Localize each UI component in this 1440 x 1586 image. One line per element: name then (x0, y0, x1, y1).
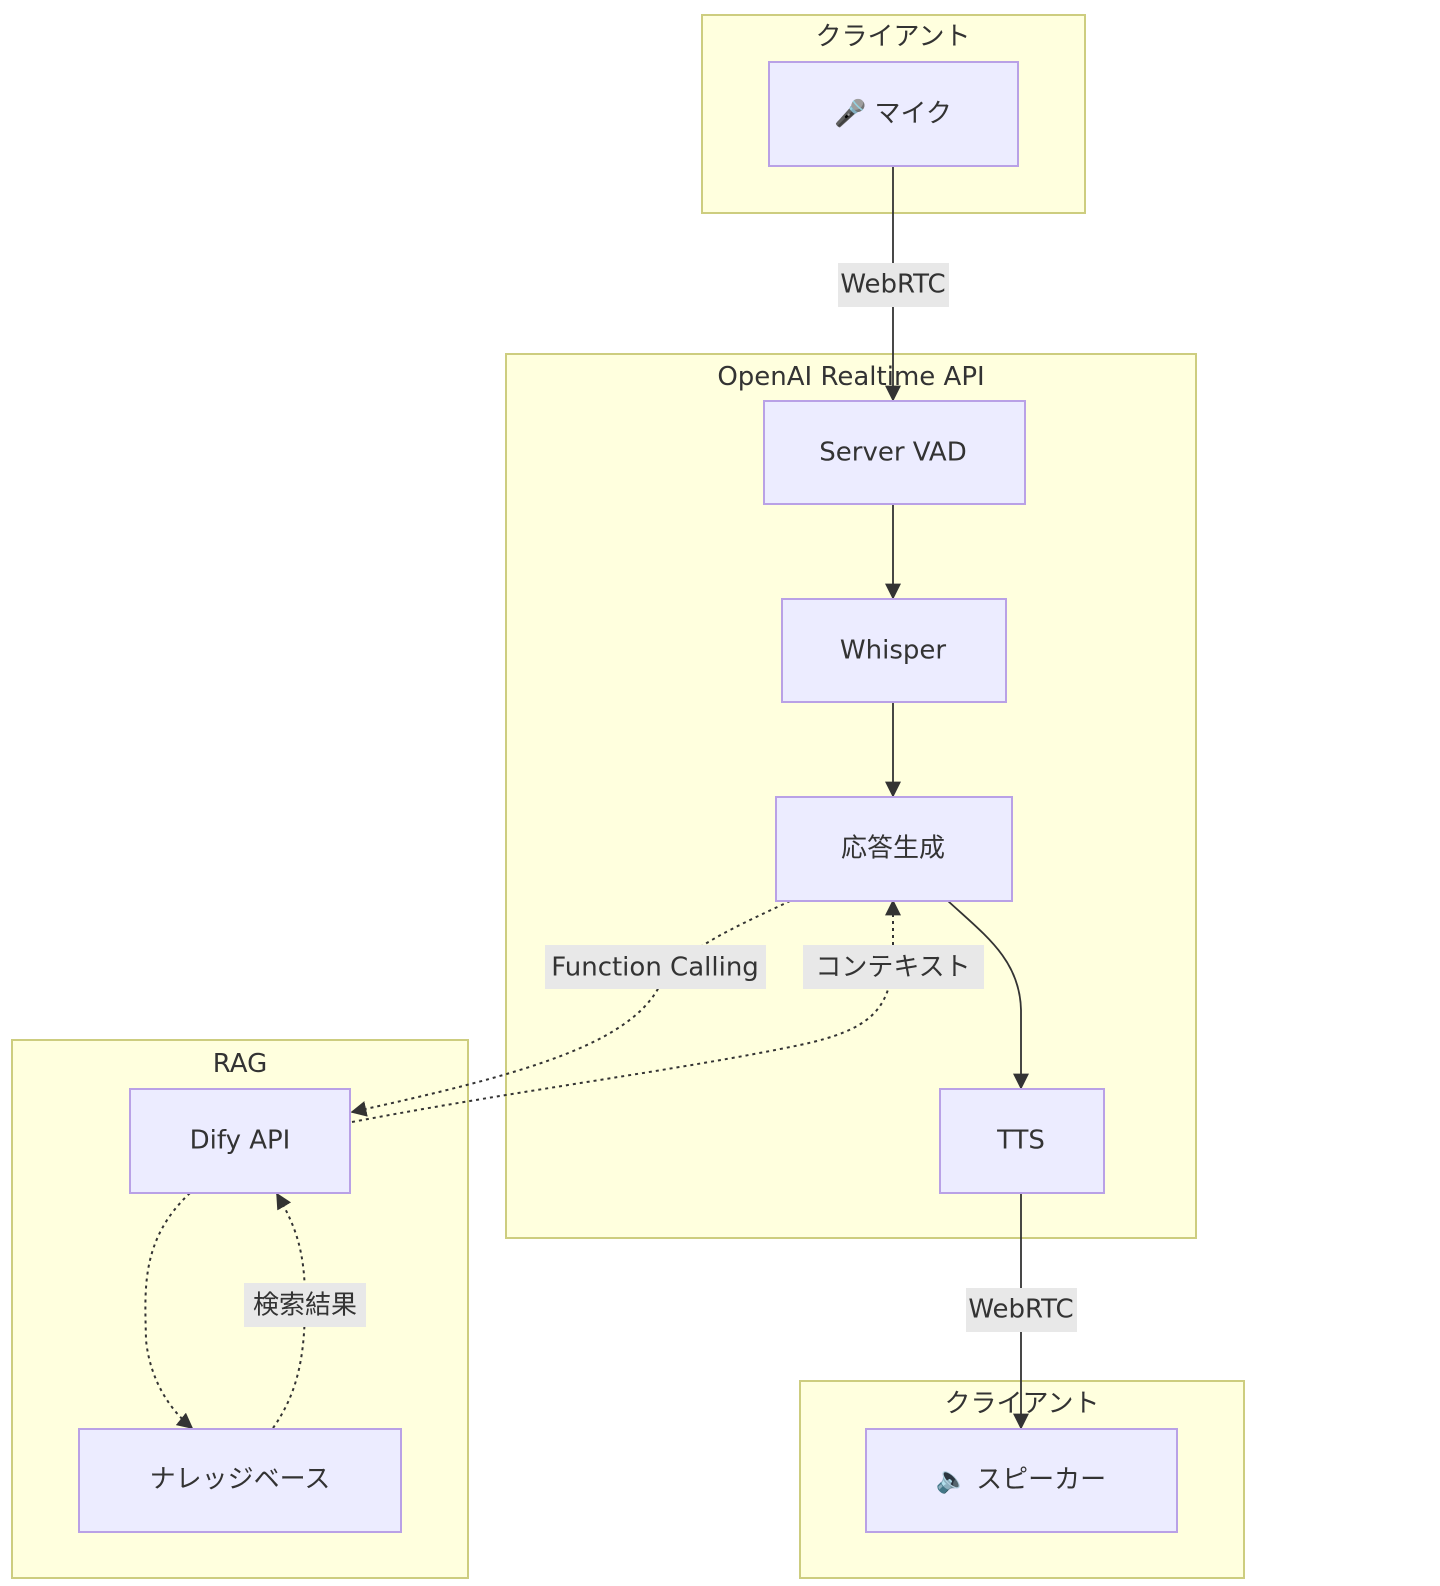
edge-label-function-calling: Function Calling (545, 945, 766, 989)
node-dify-api-label: Dify API (190, 1126, 291, 1156)
microphone-icon: 🎤 (834, 97, 866, 129)
edge-gen-to-dify (350, 900, 791, 1117)
node-mic-text: マイク (874, 99, 951, 129)
edge-dify-to-gen (351, 899, 901, 1123)
edge-label-text: コンテキスト (815, 953, 970, 983)
edge-label-webrtc-bottom: WebRTC (966, 1288, 1077, 1332)
edge-label-bg (838, 263, 949, 307)
edge-label-bg (966, 1288, 1077, 1332)
node-tts-label: TTS (996, 1126, 1045, 1156)
node-whisper-label: Whisper (840, 636, 946, 666)
node-tts-box[interactable] (939, 1088, 1105, 1194)
edge-label-bg (803, 945, 984, 989)
edge-label-text: WebRTC (840, 270, 945, 300)
node-speaker-box[interactable] (865, 1428, 1178, 1533)
edge-label-webrtc-top: WebRTC (838, 263, 949, 307)
node-response-generation-label: 応答生成 (841, 834, 945, 864)
node-whisper-box[interactable] (781, 598, 1007, 703)
node-speaker-text: スピーカー (976, 1465, 1106, 1495)
node-dify-api-box[interactable] (129, 1088, 351, 1194)
node-server-vad[interactable]: Server VAD (763, 400, 1026, 505)
node-mic-label: 🎤 マイク (834, 97, 952, 129)
node-speaker[interactable]: 🔈 スピーカー (865, 1428, 1178, 1533)
node-server-vad-label: Server VAD (819, 438, 966, 468)
node-speaker-label: 🔈 スピーカー (936, 1465, 1106, 1495)
edge-label-text: WebRTC (968, 1295, 1073, 1325)
node-knowledge-base-box[interactable] (78, 1428, 402, 1533)
edge-label-search-results: 検索結果 (244, 1283, 366, 1327)
cluster-rag-label: RAG (213, 1049, 268, 1079)
speaker-icon: 🔈 (936, 1465, 968, 1495)
node-response-generation[interactable]: 応答生成 (775, 796, 1013, 902)
node-server-vad-box[interactable] (763, 400, 1026, 505)
node-tts[interactable]: TTS (939, 1088, 1105, 1194)
edge-label-text: 検索結果 (253, 1291, 357, 1321)
edge-label-bg (545, 945, 766, 989)
node-knowledge-base[interactable]: ナレッジベース (78, 1428, 402, 1533)
node-response-generation-box[interactable] (775, 796, 1013, 902)
edge-dify-to-kb (144, 1192, 194, 1430)
cluster-client-top-label: クライアント (816, 22, 971, 52)
cluster-client-bottom-label: クライアント (945, 1389, 1100, 1419)
node-mic-box[interactable] (768, 61, 1019, 167)
node-mic[interactable]: 🎤 マイク (768, 61, 1019, 167)
node-knowledge-base-label: ナレッジベース (150, 1465, 331, 1495)
edge-label-text: Function Calling (551, 953, 759, 983)
node-dify-api[interactable]: Dify API (129, 1088, 351, 1194)
edge-label-bg (244, 1283, 366, 1327)
node-whisper[interactable]: Whisper (781, 598, 1007, 703)
edge-label-context: コンテキスト (803, 945, 984, 989)
edge-gen-to-tts (947, 900, 1029, 1090)
cluster-openai-label: OpenAI Realtime API (717, 362, 984, 392)
